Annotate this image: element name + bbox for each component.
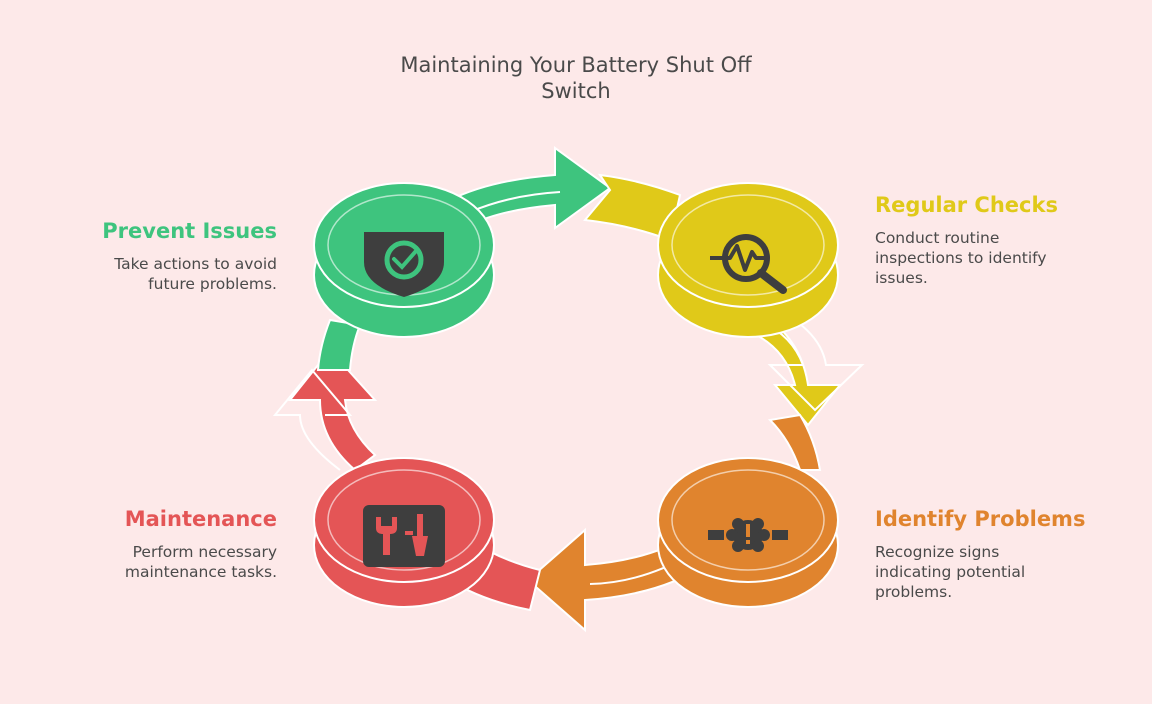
- diagram-title: Maintaining Your Battery Shut Off Switch: [326, 52, 826, 104]
- step-description-line: issues.: [875, 269, 928, 287]
- step-description: Conduct routine inspections to identify …: [875, 228, 1135, 288]
- arrow-tail-green: [316, 318, 362, 371]
- tools-icon: [363, 505, 445, 567]
- arrow-tail-orange: [767, 413, 822, 471]
- node-identify-problems: [657, 457, 839, 608]
- step-description-line: indicating potential: [875, 563, 1026, 581]
- step-description: Recognize signs indicating potential pro…: [875, 542, 1135, 602]
- step-description-line: Perform necessary: [132, 543, 277, 561]
- step-description: Take actions to avoid future problems.: [60, 254, 277, 294]
- step-heading: Regular Checks: [875, 193, 1058, 217]
- title-line-1: Maintaining Your Battery Shut Off: [400, 53, 752, 77]
- step-prevent-issues: Prevent Issues Take actions to avoid fut…: [60, 218, 277, 294]
- step-heading: Prevent Issues: [102, 219, 277, 243]
- step-description-line: Take actions to avoid: [114, 255, 277, 273]
- step-description-line: future problems.: [148, 275, 277, 293]
- step-identify-problems: Identify Problems Recognize signs indica…: [875, 506, 1135, 602]
- alert-gear-icon: [708, 518, 788, 552]
- step-regular-checks: Regular Checks Conduct routine inspectio…: [875, 192, 1135, 288]
- title-line-2: Switch: [541, 79, 611, 103]
- step-description: Perform necessary maintenance tasks.: [60, 542, 277, 582]
- step-heading: Maintenance: [124, 507, 277, 531]
- magnifier-pulse-icon: [710, 234, 787, 294]
- step-maintenance: Maintenance Perform necessary maintenanc…: [60, 506, 277, 582]
- step-description-line: maintenance tasks.: [124, 563, 277, 581]
- step-description-line: Recognize signs: [875, 543, 1000, 561]
- node-maintenance: [313, 457, 495, 608]
- node-regular-checks: [657, 182, 839, 338]
- step-description-line: Conduct routine: [875, 229, 1000, 247]
- node-prevent-issues: [313, 182, 495, 338]
- step-description-line: inspections to identify: [875, 249, 1047, 267]
- shield-check-icon: [364, 232, 444, 297]
- step-heading: Identify Problems: [875, 507, 1086, 531]
- step-description-line: problems.: [875, 583, 953, 601]
